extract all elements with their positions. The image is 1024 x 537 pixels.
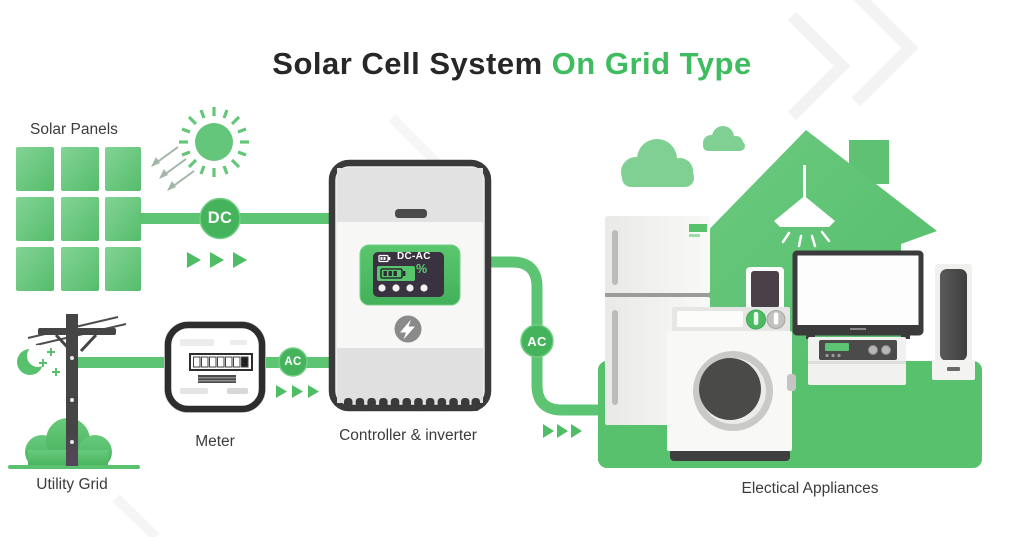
ground-line	[8, 465, 140, 469]
speaker-icon	[932, 264, 975, 380]
sun-icon	[179, 107, 249, 177]
star-icon	[39, 348, 60, 376]
stereo-icon	[808, 337, 906, 385]
inverter-label: Controller & inverter	[339, 427, 477, 444]
title-accent: On Grid Type	[551, 46, 752, 81]
pendant-lamp-icon	[774, 165, 835, 248]
smartphone-icon	[746, 267, 784, 312]
power-pole-icon	[27, 314, 127, 466]
battery-icon	[378, 254, 391, 263]
crescent-moon-icon	[17, 345, 49, 375]
sunlight-arrows-icon	[151, 146, 195, 191]
terminal-pins	[344, 398, 480, 411]
ground-mask	[0, 467, 170, 479]
arrow-right-icon	[187, 252, 247, 268]
ac-badge-circle-output	[520, 324, 554, 358]
display-buttons	[378, 284, 428, 292]
cloud-icon	[621, 139, 694, 187]
tv-icon	[792, 250, 924, 339]
inverter-icon	[328, 159, 492, 412]
utility-grid-label: Utility Grid	[36, 476, 108, 493]
meter-icon	[164, 321, 266, 413]
arrow-right-icon	[543, 424, 582, 438]
title-main: Solar Cell System	[272, 46, 543, 81]
inverter-display-percent: %	[416, 262, 428, 276]
arrow-right-icon	[276, 385, 319, 398]
inverter-display-mode: DC-AC	[397, 251, 431, 262]
ac-grid-flow-badge: AC	[284, 356, 302, 368]
meter-label: Meter	[195, 433, 235, 450]
cloud-icon	[703, 126, 745, 151]
washing-machine-icon	[667, 307, 796, 461]
battery-gauge-icon	[380, 268, 406, 279]
solar-panels-label: Solar Panels	[30, 121, 118, 138]
ac-output-flow-badge: AC	[527, 333, 547, 349]
lightning-icon	[394, 315, 422, 343]
appliances-label: Electical Appliances	[741, 480, 879, 497]
dc-flow-badge: DC	[207, 208, 233, 227]
solar-panel-icon	[16, 147, 141, 291]
ac-badge-circle-grid	[278, 347, 308, 377]
dc-badge-circle	[199, 197, 241, 240]
